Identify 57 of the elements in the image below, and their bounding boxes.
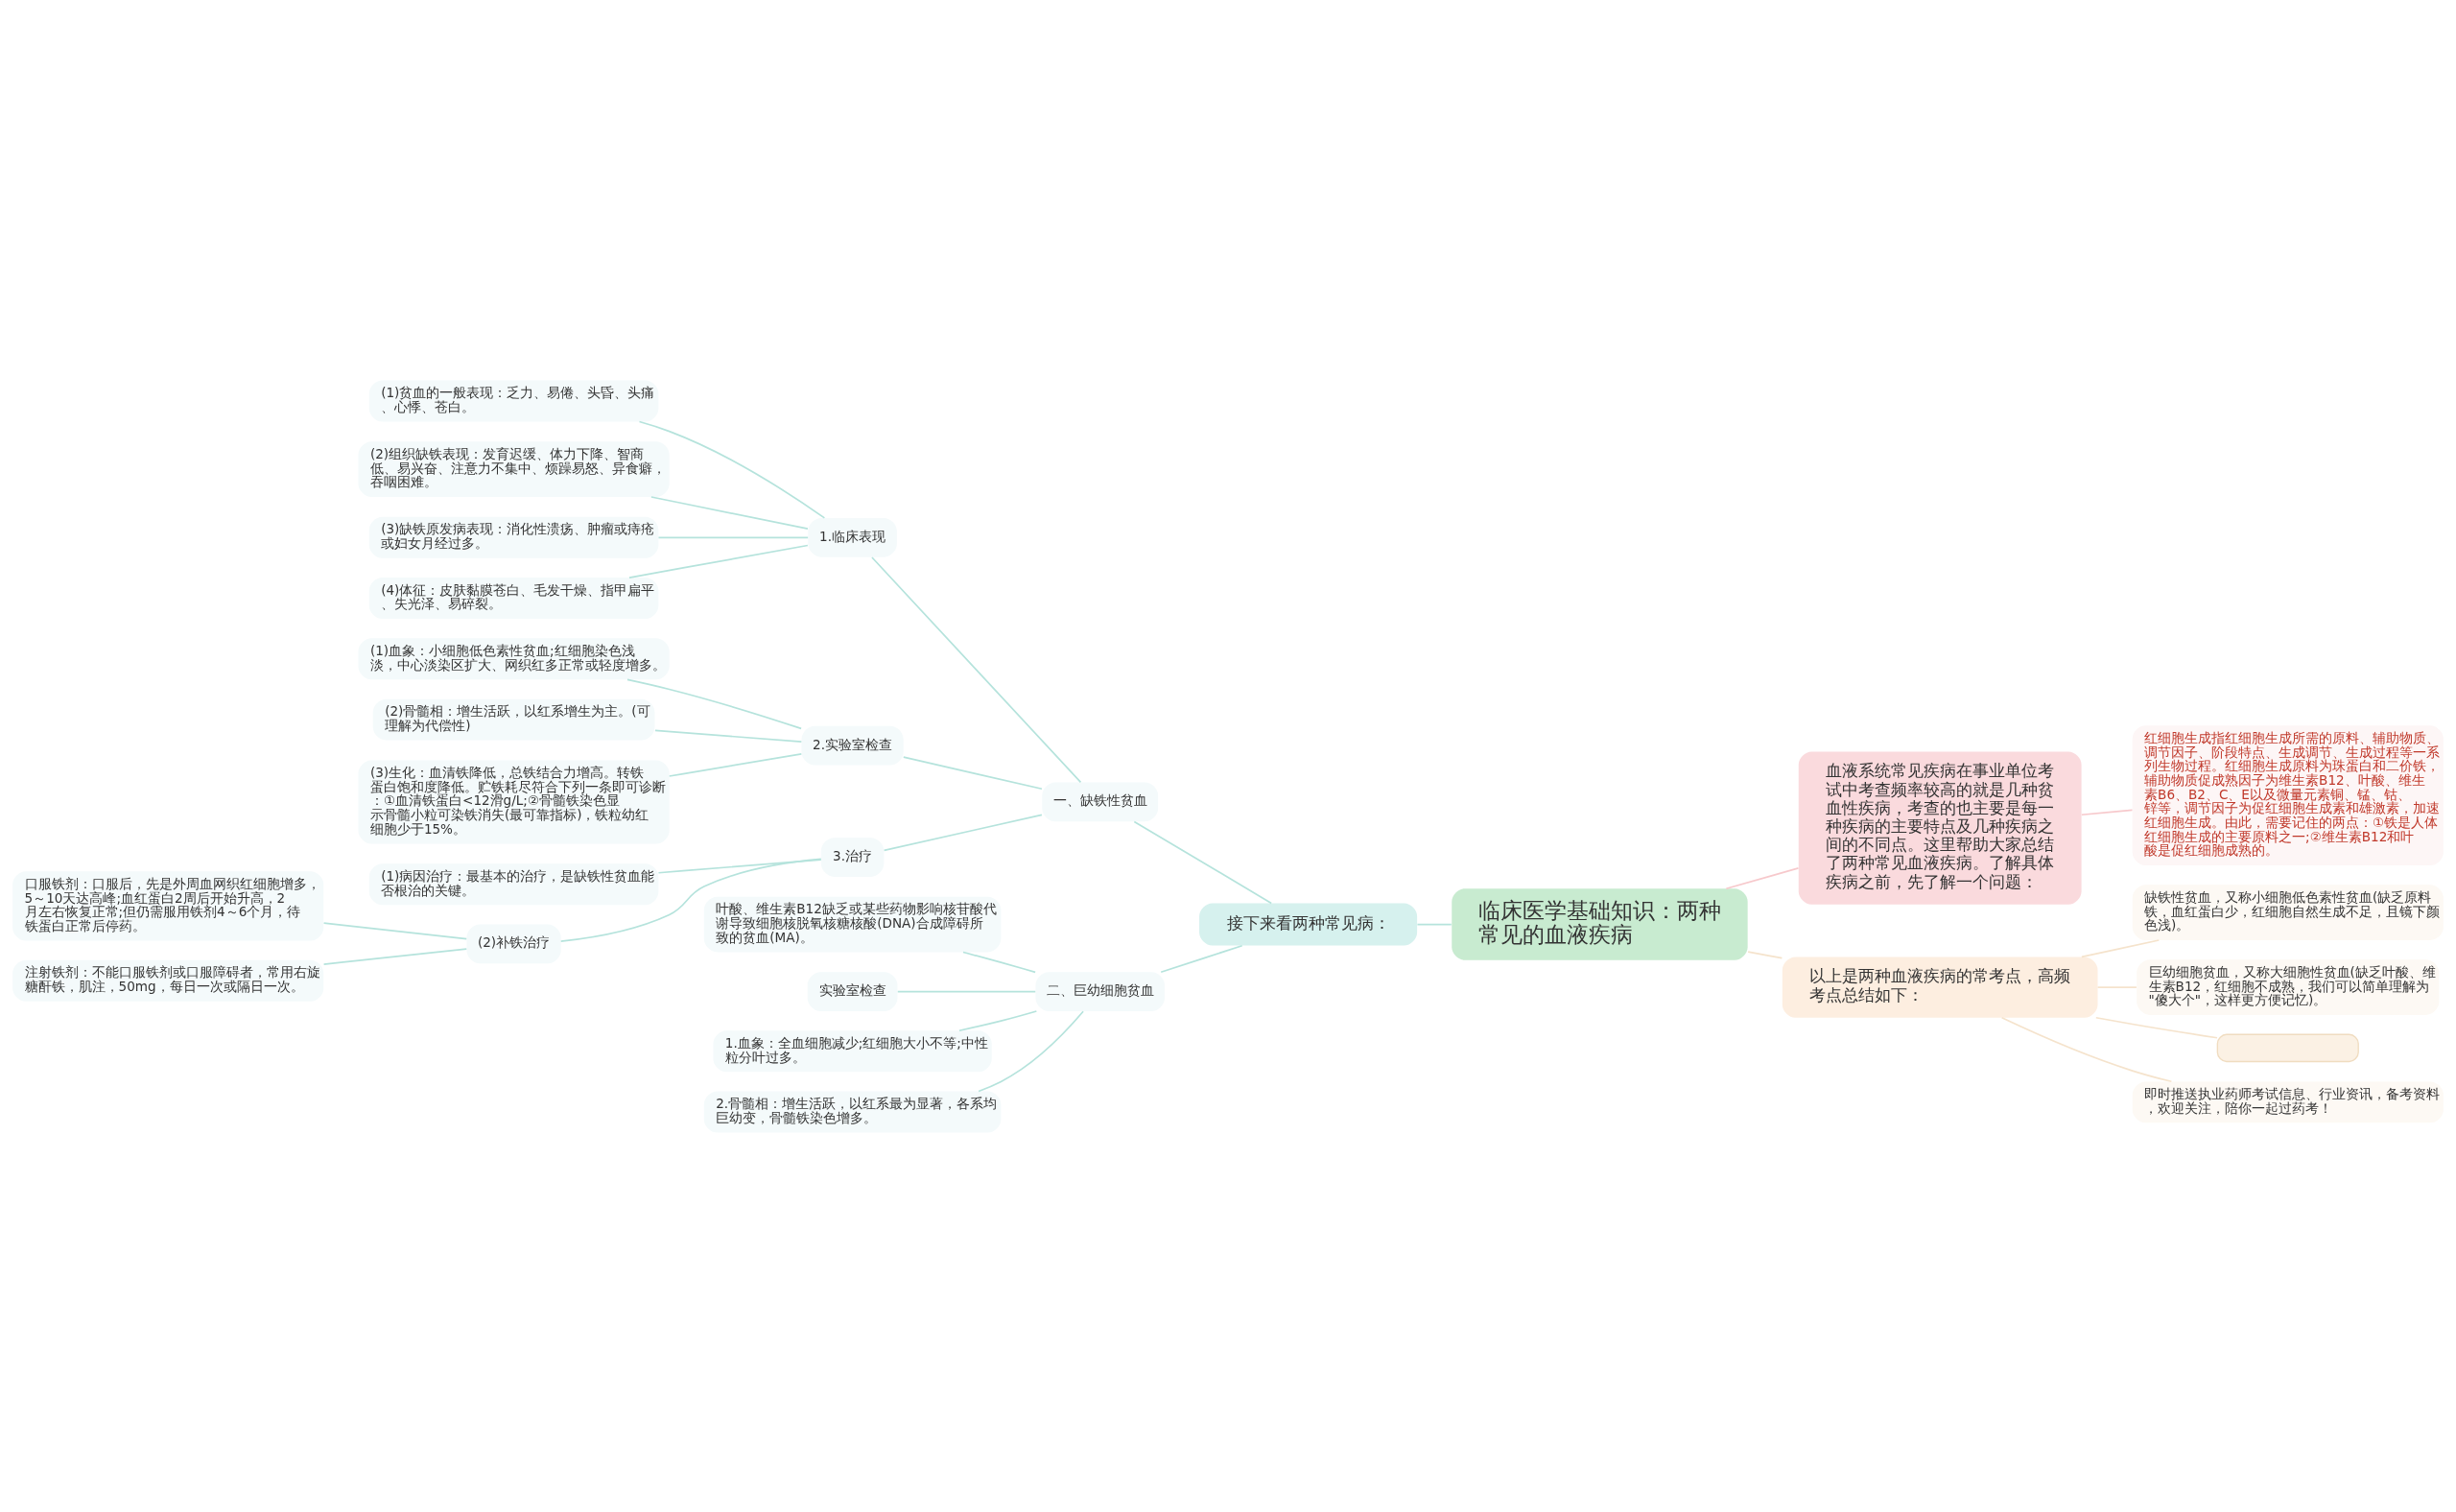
node-box: (2)组织缺铁表现：发育迟缓、体力下降、智商低、易兴奋、注意力不集中、烦躁易怒、异食癖，吞咽困难。 [358, 440, 670, 497]
connector [657, 535, 809, 538]
node-box: 注射铁剂：不能口服铁剂或口服障碍者，常用右旋糖酐铁，肌注，50mg，每日一次或隔日一次。 [12, 959, 324, 1002]
connector [1416, 923, 1452, 925]
connector [871, 555, 1082, 783]
node-box: 二、巨幼细胞贫血 [1035, 971, 1165, 1011]
node-box: 接下来看两种常见病： [1199, 903, 1418, 946]
connector [322, 921, 468, 939]
connector [626, 678, 802, 729]
connector [883, 814, 1043, 851]
connector [958, 1009, 1038, 1031]
node-box: (1)血象：小细胞低色素性贫血;红细胞染色浅淡，中心淡染区扩大、网织红多正常或轻度增多。 [358, 637, 670, 679]
connector [654, 729, 803, 743]
node-box: 3.治疗 [820, 837, 885, 877]
node-box: 1.血象：全血细胞减少;红细胞大小不等;中性粒分叶过多。 [713, 1029, 992, 1072]
connector [1160, 944, 1243, 973]
connector [322, 947, 468, 965]
connector [650, 495, 809, 530]
node-box: 血液系统常见疾病在事业单位考试中考查频率较高的就是几种贫血性疾病，考查的也主要是每一种疾病的主要特点及几种疾病之间的不同点。这里帮助大家总结了两种常见血液疾病。了解具体疾病之前，先了解一个问题： [1798, 750, 2082, 905]
node-box: 缺铁性贫血，又称小细胞低色素性贫血(缺乏原料铁，血红蛋白少，红细胞自然生成不足，且镜下颜色浅)。 [2132, 884, 2444, 940]
connector [2081, 809, 2134, 815]
connector [628, 544, 809, 579]
node-box: 一、缺铁性贫血 [1042, 782, 1159, 821]
connector [668, 752, 803, 777]
connector [978, 1009, 1084, 1092]
node-box: (3)缺铁原发病表现：消化性溃疡、肿瘤或痔疮或妇女月经过多。 [368, 516, 659, 558]
node-box: (4)体征：皮肤黏膜苍白、毛发干燥、指甲扁平、失光泽、易碎裂。 [368, 577, 659, 619]
node-box: 即时推送执业药师考试信息、行业资讯，备考资料，欢迎关注，陪你一起过药考！ [2132, 1080, 2444, 1122]
connector [1747, 950, 1783, 959]
node-box: 2.骨髓相：增生活跃，以红系最为显著，各系均巨幼变，骨髓铁染色增多。 [703, 1091, 1002, 1132]
connector [559, 858, 822, 942]
node-box: 以上是两种血液疾病的常考点，高频考点总结如下： [1782, 957, 2098, 1018]
connector [902, 755, 1043, 790]
node-box: 1.临床表现 [808, 517, 897, 557]
node-box [2216, 1033, 2359, 1062]
connector [2000, 1016, 2173, 1082]
node-box: 2.实验室检查 [801, 725, 904, 766]
connector [657, 858, 822, 874]
node-box: (1)病因治疗：最基本的治疗，是缺铁性贫血能否根治的关键。 [368, 862, 659, 905]
connector [1725, 866, 1800, 889]
connector [1133, 820, 1273, 904]
node-box: 叶酸、维生素B12缺乏或某些药物影响核苷酸代谢导致细胞核脱氧核糖核酸(DNA)合成障碍所致的贫血(MA)。 [703, 896, 1002, 952]
connector [2096, 985, 2137, 988]
connector [896, 990, 1037, 992]
node-box: (2)骨髓相：增生活跃，以红系增生为主。(可理解为代偿性) [372, 698, 655, 741]
node-box: 实验室检查 [807, 971, 898, 1011]
node-box: (1)贫血的一般表现：乏力、易倦、头昏、头痛、心悸、苍白。 [368, 380, 659, 421]
node-box: 临床医学基础知识：两种常见的血液疾病 [1452, 887, 1748, 960]
node-box: 红细胞生成指红细胞生成所需的原料、辅助物质、调节因子、阶段特点、生成调节、生成过程等一系列生物过程。红细胞生成原料为珠蛋白和二价铁，辅助物质促成熟因子为维生素B12、叶酸、维生素B6、B2、C、E以及微量元素铜、锰、钴、锌等，调节因子为促红细胞生成素和雄激素，加速红细胞生成。由此，需要记住的两点：①铁是人体红细胞生成的主要原料之一;②维生素B12和叶酸是促红细胞成熟的。 [2132, 724, 2444, 865]
connector [638, 420, 826, 519]
node-box: 口服铁剂：口服后，先是外周血网织红细胞增多，5～10天达高峰;血红蛋白2周后开始升高，2月左右恢复正常;但仍需服用铁剂4～6个月，待铁蛋白正常后停药。 [12, 870, 324, 941]
node-box: 巨幼细胞贫血，又称大细胞性贫血(缺乏叶酸、维生素B12，红细胞不成熟，我们可以简单理解为"傻大个"，这样更方便记忆)。 [2137, 958, 2440, 1015]
node-box: (2)补铁治疗 [466, 924, 561, 963]
connector [2081, 938, 2161, 957]
connector [2094, 1016, 2218, 1039]
node-box: (3)生化：血清铁降低，总铁结合力增高。转铁蛋白饱和度降低。贮铁耗尽符合下列一条即可诊断：①血清铁蛋白<12滑g/L;②骨髓铁染色显示骨髓小粒可染铁消失(最可靠指标)，铁粒幼红细胞少于15%。 [358, 759, 670, 843]
connector [962, 951, 1036, 973]
